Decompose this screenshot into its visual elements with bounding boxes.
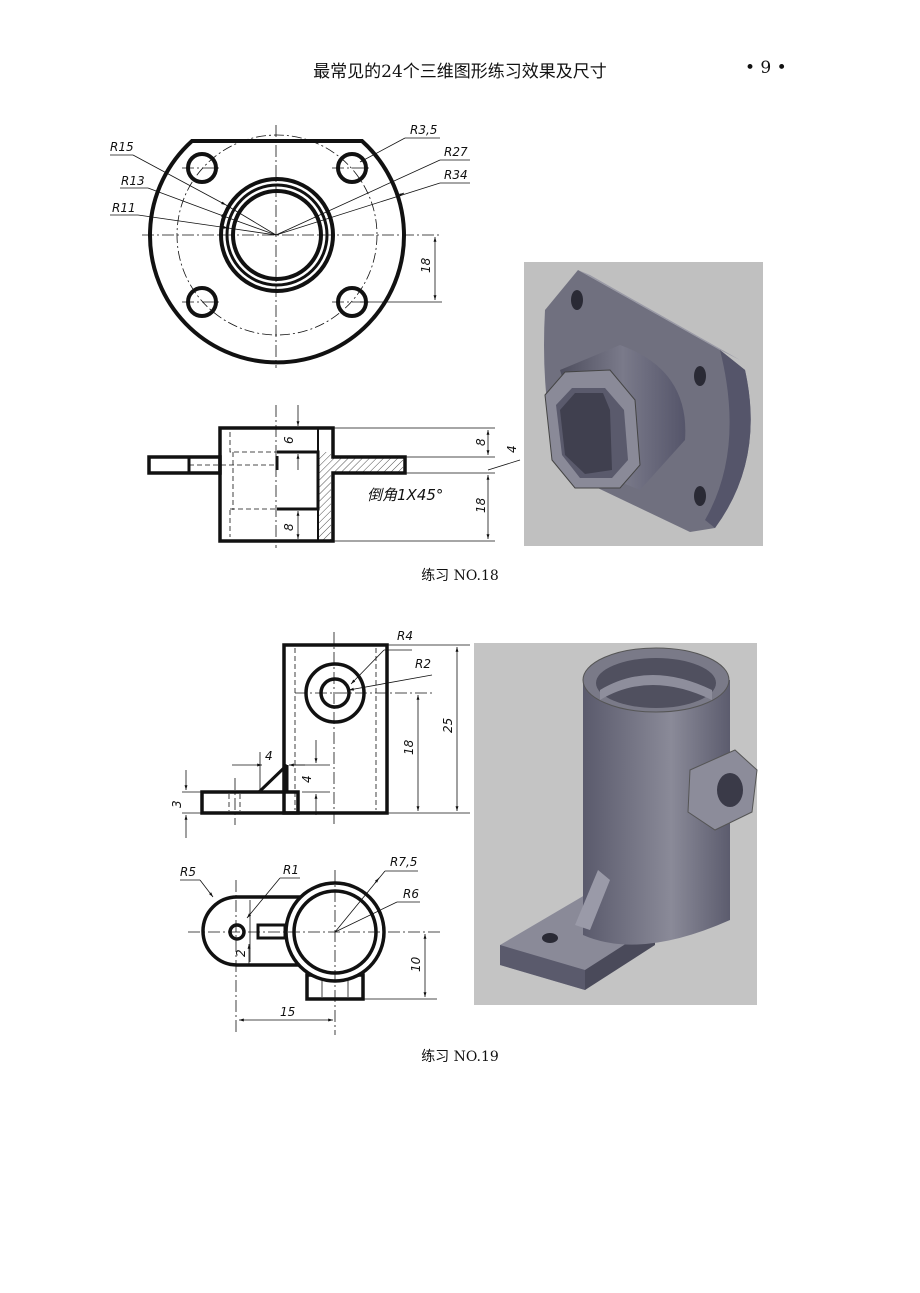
dim-r1: R1	[283, 863, 299, 877]
dim-r7-5: R7,5	[390, 855, 417, 869]
dim-r5: R5	[180, 865, 196, 879]
dim-2: 2	[234, 949, 248, 957]
dim-8-top: 8	[474, 438, 488, 446]
dim-r27: R27	[444, 145, 468, 159]
dim-r11: R11	[112, 201, 136, 215]
dim-18-front: 18	[402, 739, 416, 755]
dim-r15: R15	[110, 140, 134, 154]
dim-r13: R13	[121, 174, 145, 188]
dim-4-horizontal: 4	[265, 749, 273, 763]
dim-4-vertical: 4	[300, 775, 314, 783]
ex19-3d-render	[474, 643, 758, 1005]
caption-no18: 练习 NO.18	[421, 568, 499, 584]
dim-6: 6	[282, 436, 296, 444]
dim-r6: R6	[403, 887, 419, 901]
dim-15: 15	[280, 1005, 295, 1019]
dim-18: 18	[419, 257, 433, 273]
ex19-top-view: R5 R1 R7,5 R6 2 10 15	[180, 855, 440, 1035]
dim-10: 10	[409, 956, 423, 972]
page-header-title: 最常见的24个三维图形练习效果及尺寸	[313, 62, 607, 82]
dim-8-bottom: 8	[282, 523, 296, 531]
dim-3: 3	[170, 800, 184, 808]
ex18-section-view: 6 8 8 4 18 倒角1X45°	[147, 405, 521, 548]
dim-25: 25	[441, 718, 455, 733]
ex18-3d-render	[524, 262, 763, 546]
caption-no19: 练习 NO.19	[421, 1049, 499, 1065]
chamfer-note: 倒角1X45°	[367, 486, 443, 504]
dim-r4: R4	[397, 629, 413, 643]
dim-r3-5: R3,5	[410, 123, 437, 137]
dim-4: 4	[505, 445, 519, 453]
dim-18-section: 18	[474, 497, 488, 513]
dim-r34: R34	[444, 168, 468, 182]
dim-r2: R2	[415, 657, 431, 671]
ex19-front-view: R4 R2 25 18 4 4 3	[170, 629, 470, 838]
ex18-top-view: R15 R13 R11 R3,5 R27 R34 18	[110, 123, 470, 368]
page-number: • 9 •	[745, 58, 787, 78]
